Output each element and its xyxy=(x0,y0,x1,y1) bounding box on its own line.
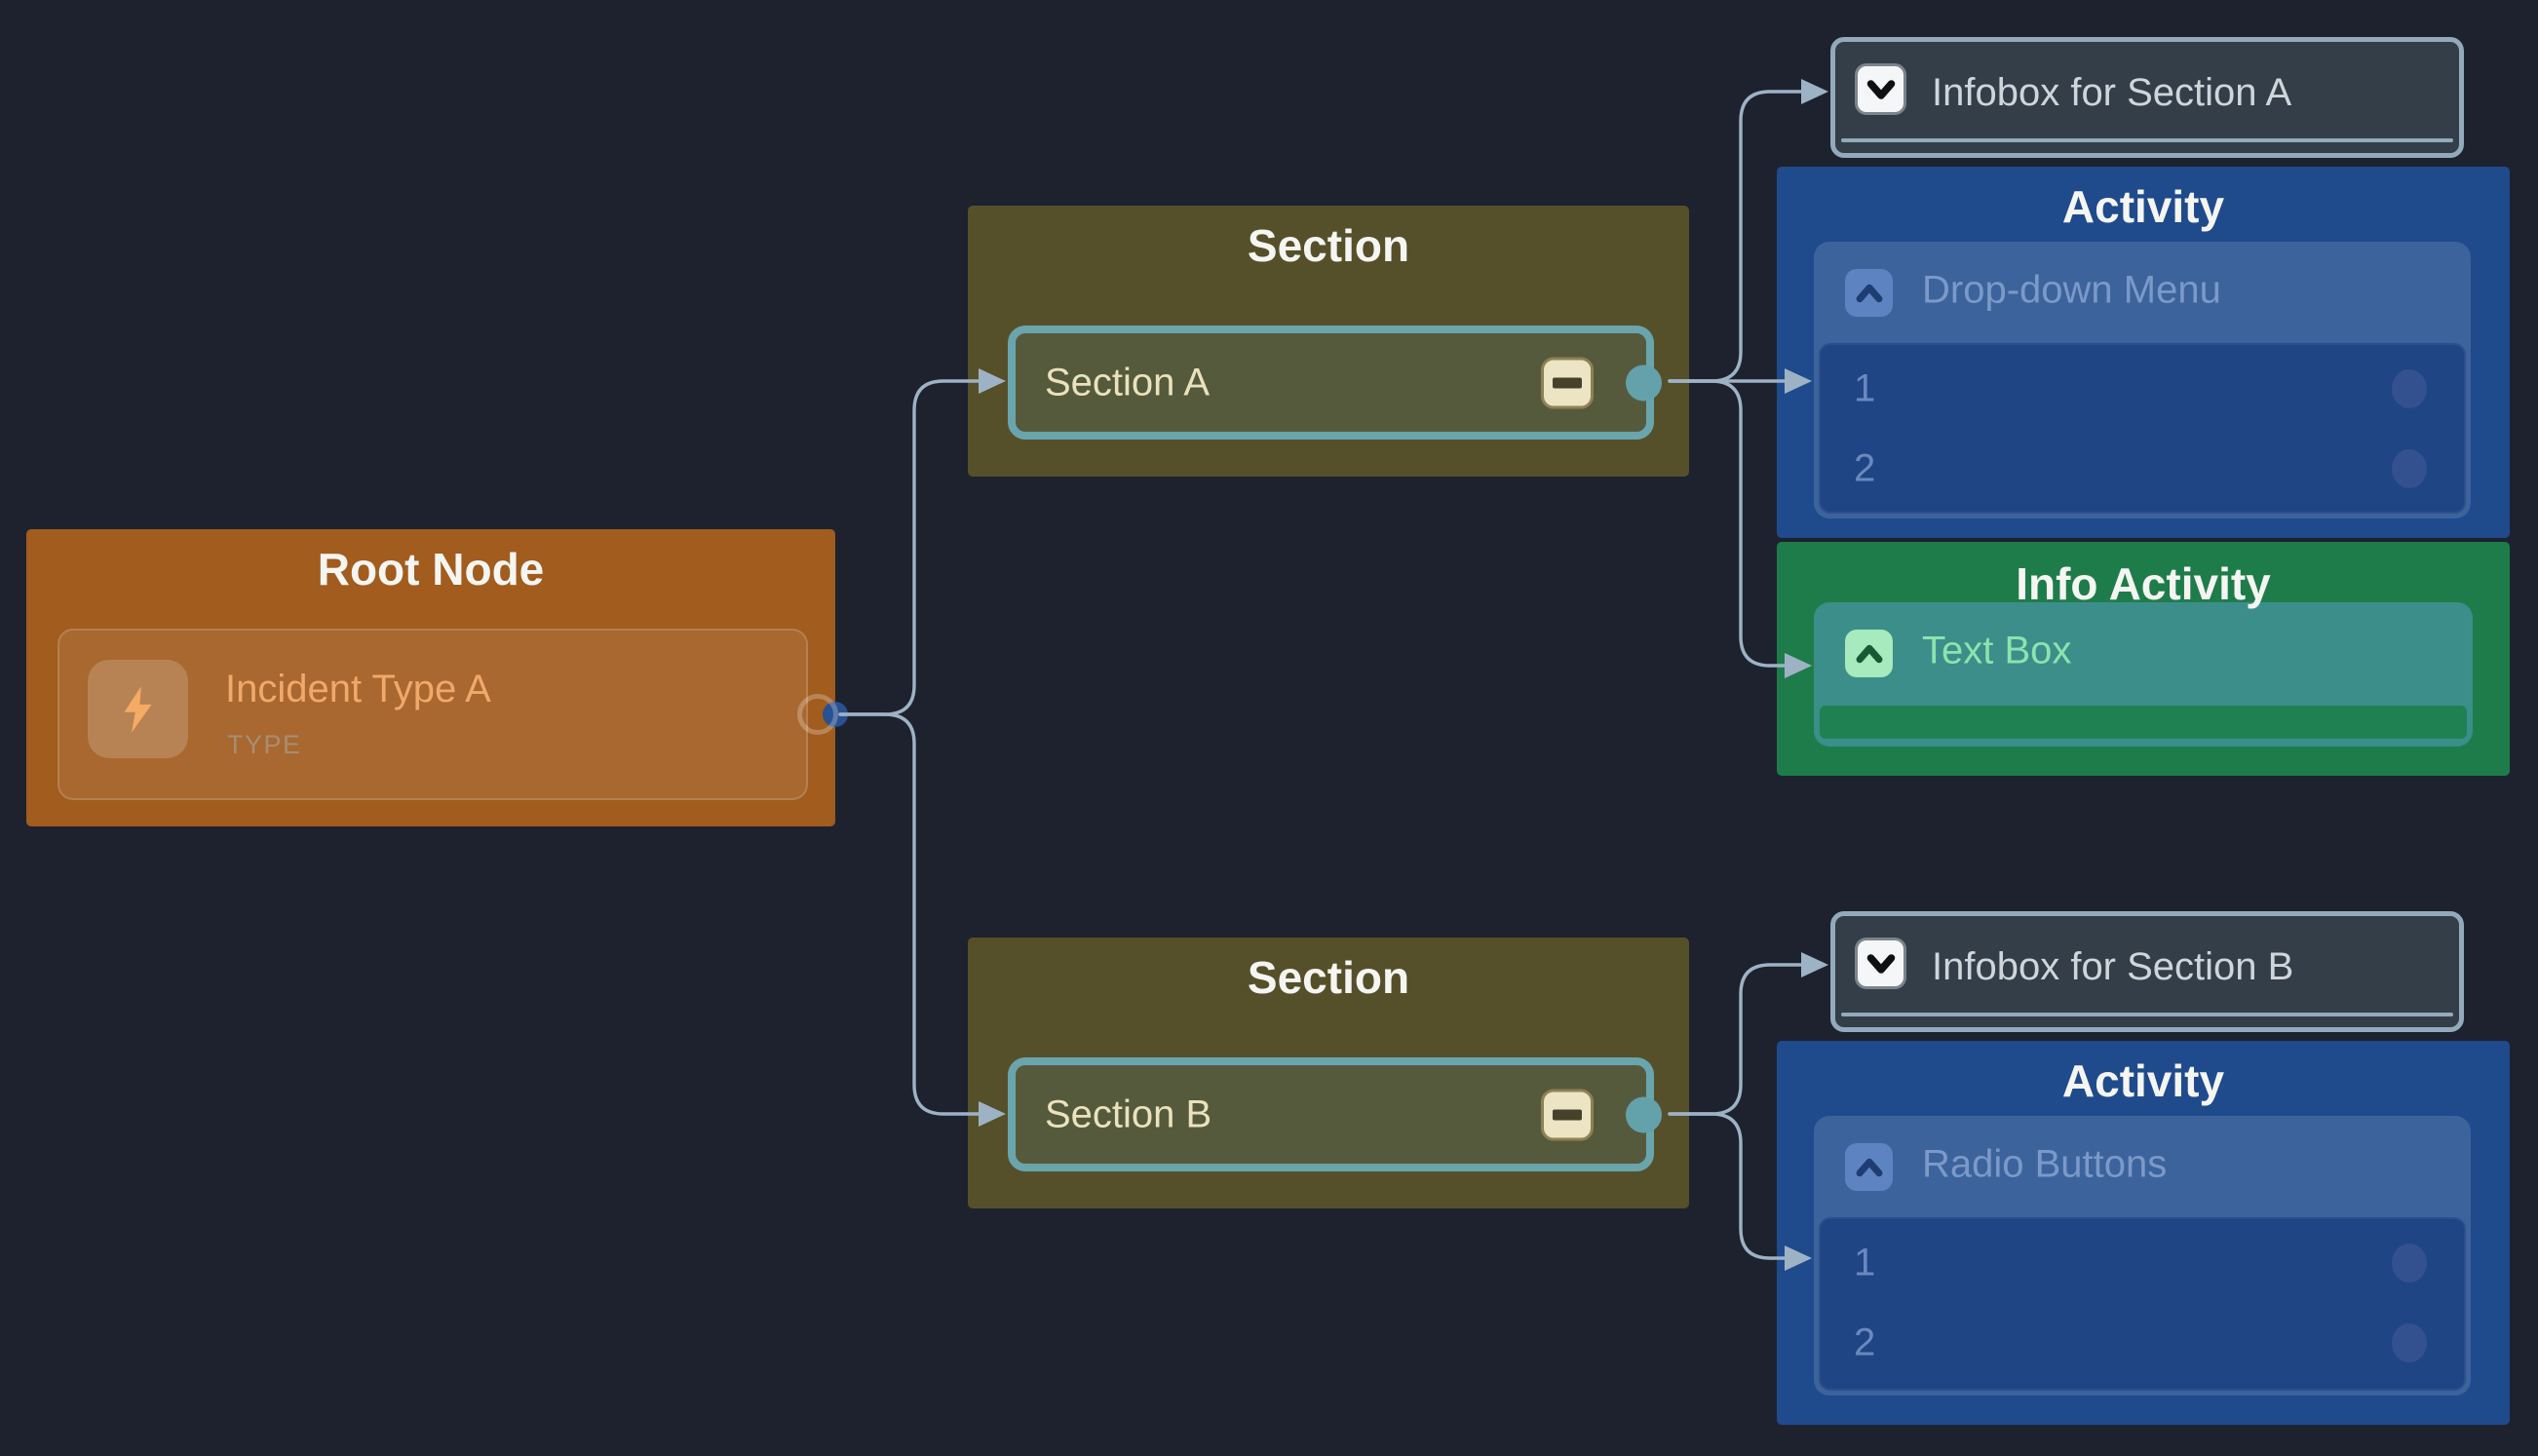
arrowhead xyxy=(1801,952,1828,977)
chevron-down-icon xyxy=(1855,63,1906,115)
activity-radio-node[interactable]: Activity Radio Buttons 1 2 xyxy=(1777,1041,2510,1425)
text-box-header[interactable]: Text Box xyxy=(1814,602,2473,704)
section-a-title: Section xyxy=(1247,220,1410,271)
minus-icon xyxy=(1553,1109,1582,1120)
section-b-node[interactable]: Section Section B xyxy=(968,938,1689,1208)
section-a-collapse-button[interactable] xyxy=(1541,357,1594,408)
radio-buttons-header[interactable]: Radio Buttons xyxy=(1814,1116,2471,1217)
activity-dropdown-node[interactable]: Activity Drop-down Menu 1 2 xyxy=(1777,167,2510,538)
root-node-title: Root Node xyxy=(317,544,545,594)
dropdown-menu-header[interactable]: Drop-down Menu xyxy=(1814,242,2471,343)
chevron-down-icon xyxy=(1855,938,1906,989)
section-b-label: Section B xyxy=(1045,1092,1212,1135)
arrowhead xyxy=(1801,79,1828,104)
root-entry-sublabel: TYPE xyxy=(227,730,302,759)
text-box-label: Text Box xyxy=(1922,629,2072,672)
section-b-title: Section xyxy=(1247,952,1410,1003)
radio-option-list: 1 2 xyxy=(1819,1217,2466,1391)
info-activity-node[interactable]: Info Activity Text Box xyxy=(1777,542,2510,776)
activity-title: Activity xyxy=(2061,1055,2225,1106)
dropdown-menu-label: Drop-down Menu xyxy=(1922,268,2221,312)
dropdown-menu-card[interactable]: Drop-down Menu 1 2 xyxy=(1814,242,2471,518)
section-a-row[interactable]: Section A xyxy=(1008,326,1662,440)
section-a-node[interactable]: Section Section A xyxy=(968,206,1689,477)
option-1-output-port[interactable] xyxy=(2392,369,2427,408)
info-activity-title: Info Activity xyxy=(2016,558,2271,609)
section-a-label: Section A xyxy=(1045,361,1211,403)
root-entry-row[interactable]: Incident Type A TYPE xyxy=(58,629,808,800)
section-a-output-port[interactable] xyxy=(1626,364,1662,401)
option-label: 2 xyxy=(1854,1321,1876,1364)
text-box-field[interactable] xyxy=(1820,706,2467,739)
radio-buttons-card[interactable]: Radio Buttons 1 2 xyxy=(1814,1116,2471,1396)
radio-option-2[interactable]: 2 xyxy=(1821,1303,2464,1383)
option-1-output-port[interactable] xyxy=(2392,1244,2427,1283)
infobox-section-a-node[interactable]: Infobox for Section A xyxy=(1830,37,2464,158)
option-label: 1 xyxy=(1854,1241,1876,1284)
minus-icon xyxy=(1553,377,1582,388)
section-b-row[interactable]: Section B xyxy=(1008,1057,1662,1171)
edge-root-to-section-b xyxy=(838,712,982,1116)
chevron-up-icon xyxy=(1845,269,1893,317)
root-output-port-ring xyxy=(797,694,838,735)
activity-title: Activity xyxy=(2061,181,2225,232)
dropdown-option-2[interactable]: 2 xyxy=(1821,429,2464,509)
radio-buttons-label: Radio Buttons xyxy=(1922,1142,2168,1186)
option-label: 2 xyxy=(1854,446,1876,490)
option-2-output-port[interactable] xyxy=(2392,1323,2427,1362)
chevron-up-icon xyxy=(1845,1143,1893,1191)
infobox-section-b-label: Infobox for Section B xyxy=(1932,945,2294,988)
section-b-collapse-button[interactable] xyxy=(1541,1089,1594,1140)
radio-option-1[interactable]: 1 xyxy=(1821,1223,2464,1303)
edge-root-to-section-a xyxy=(838,379,982,716)
option-2-output-port[interactable] xyxy=(2392,449,2427,488)
text-box-card[interactable]: Text Box xyxy=(1814,602,2473,747)
dropdown-option-list: 1 2 xyxy=(1819,343,2466,514)
section-b-output-port[interactable] xyxy=(1626,1096,1662,1132)
infobox-section-a-label: Infobox for Section A xyxy=(1932,71,2292,114)
option-label: 1 xyxy=(1854,366,1876,410)
dropdown-option-1[interactable]: 1 xyxy=(1821,349,2464,429)
lightning-bolt-icon xyxy=(88,660,188,758)
root-entry-label: Incident Type A xyxy=(225,668,491,710)
root-node[interactable]: Root Node Incident Type A TYPE xyxy=(26,529,835,826)
infobox-section-b-node[interactable]: Infobox for Section B xyxy=(1830,911,2464,1032)
chevron-up-icon xyxy=(1845,630,1893,677)
